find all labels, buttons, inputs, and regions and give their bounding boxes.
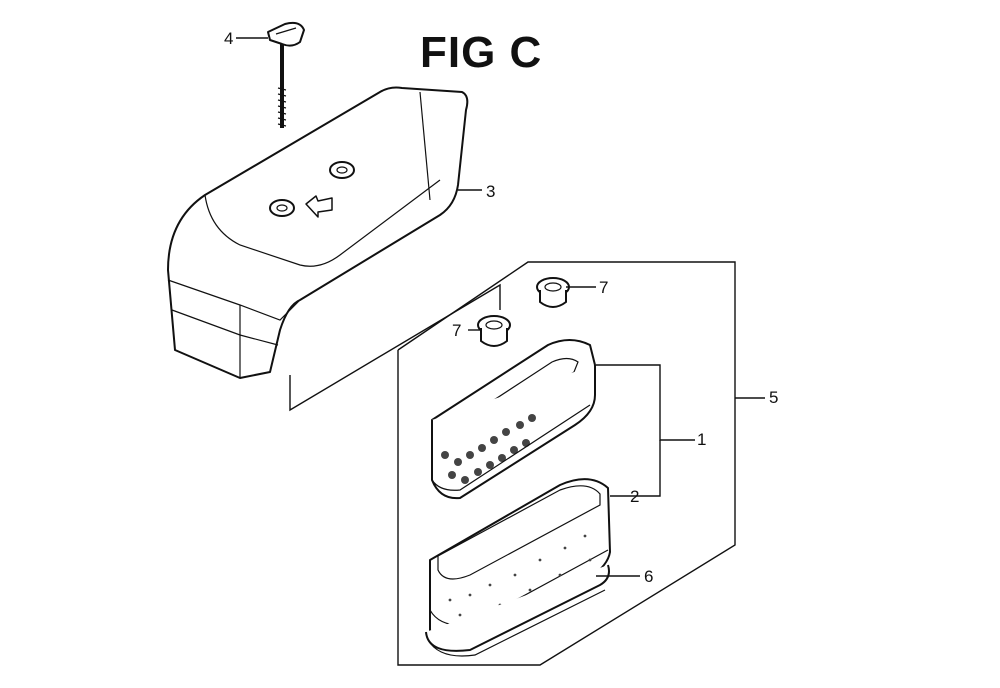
air-cleaner-cover-part	[167, 86, 469, 379]
callout-3: 3	[486, 182, 495, 201]
callout-1: 1	[697, 430, 706, 449]
callout-7-lower: 7	[452, 321, 461, 340]
grommet-plug-upper	[536, 277, 570, 308]
direction-arrow-icon	[305, 195, 333, 218]
callout-7-upper: 7	[599, 278, 608, 297]
gasket-part	[425, 564, 610, 657]
wing-bolt-part	[267, 21, 305, 128]
filter-element-part	[431, 339, 596, 500]
figure-title: FIG C	[420, 28, 543, 77]
callout-4: 4	[224, 29, 233, 48]
callout-6: 6	[644, 567, 653, 586]
assembly-bracket-lines	[236, 37, 765, 666]
callout-5: 5	[769, 388, 778, 407]
cover-grommet-right	[329, 161, 355, 179]
callout-2: 2	[630, 487, 639, 506]
grommet-plug-lower	[477, 315, 511, 347]
cover-grommet-left	[269, 199, 295, 217]
